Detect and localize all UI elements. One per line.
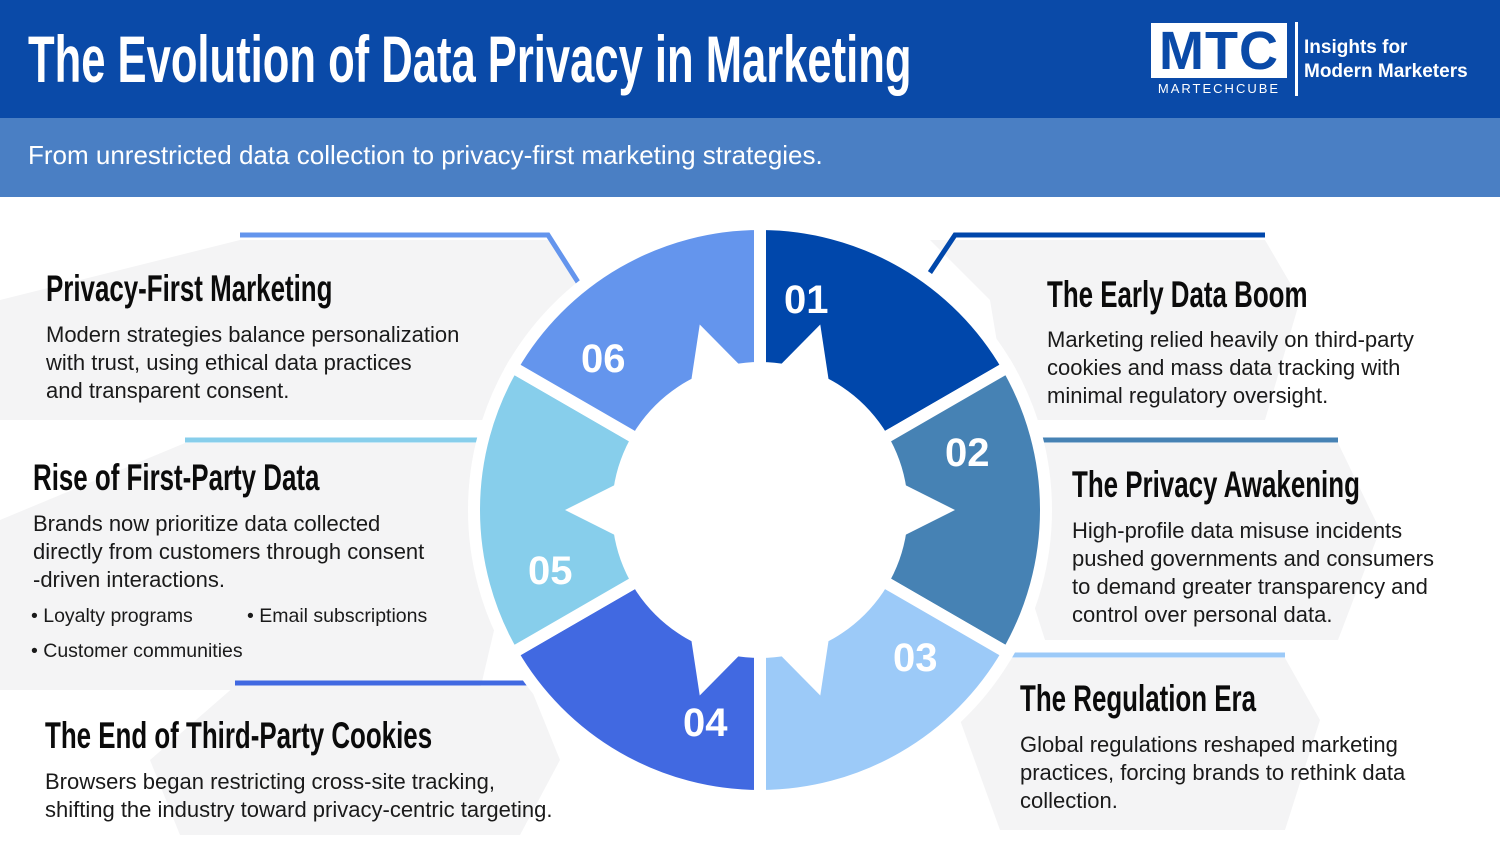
logo-name: MARTECHCUBE [1157, 81, 1281, 96]
panel-background [930, 240, 1300, 420]
stage-number-04: 04 [683, 701, 728, 745]
desc-line: Global regulations reshaped marketing [1020, 732, 1398, 757]
stage-number-05: 05 [528, 549, 573, 593]
desc-line: cookies and mass data tracking with [1047, 355, 1401, 380]
desc-line: Browsers began restricting cross-site tr… [45, 769, 495, 794]
ring-spike [690, 631, 746, 696]
tagline-line-1: Insights for [1304, 37, 1408, 58]
desc-line: with trust, using ethical data practices [46, 350, 412, 375]
ring-center [612, 362, 908, 658]
desc-line: Modern strategies balance personalizatio… [46, 322, 460, 347]
panel-accent-line [240, 232, 586, 292]
stage-desc-04: Browsers began restricting cross-site tr… [45, 768, 552, 824]
desc-line: shifting the industry toward privacy-cen… [45, 797, 553, 822]
panel-background [1010, 443, 1380, 640]
ring-spike [690, 324, 746, 389]
desc-line: minimal regulatory oversight. [1047, 383, 1329, 408]
stage-desc-06: Modern strategies balance personalizatio… [46, 321, 459, 405]
logo-mark: MTC [1159, 21, 1279, 81]
desc-line: -driven interactions. [33, 567, 225, 592]
desc-line: directly from customers through consent [33, 539, 425, 564]
stage-desc-03: Global regulations reshaped marketing pra… [1020, 731, 1405, 815]
stage-number-02: 02 [945, 431, 990, 475]
desc-line: control over personal data. [1072, 602, 1333, 627]
stage-number-06: 06 [581, 337, 626, 381]
bullet-item: • Email subscriptions [247, 605, 428, 627]
page-title: The Evolution of Data Privacy in Marketi… [28, 22, 912, 96]
ring-spike [896, 480, 955, 540]
stage-title-06: Privacy-First Marketing [46, 268, 333, 309]
bullet-item: • Customer communities [31, 640, 243, 662]
stage-desc-01: Marketing relied heavily on third-party c… [1047, 326, 1414, 410]
desc-line: collection. [1020, 788, 1118, 813]
stage-title-04: The End of Third-Party Cookies [45, 715, 433, 756]
desc-line: and transparent consent. [46, 378, 290, 403]
desc-line: Marketing relied heavily on third-party [1047, 327, 1414, 352]
stage-title-03: The Regulation Era [1020, 678, 1257, 719]
logo: MTC [1151, 23, 1287, 78]
stage-number-01: 01 [784, 278, 829, 322]
panel-background [0, 240, 585, 420]
panel-background [0, 443, 520, 690]
subtitle-band [0, 118, 1500, 197]
stage-number-03: 03 [893, 636, 938, 680]
stage-title-05: Rise of First-Party Data [33, 457, 320, 498]
stage-title-02: The Privacy Awakening [1072, 464, 1360, 505]
stage-title-01: The Early Data Boom [1047, 274, 1308, 315]
logo-divider [1295, 22, 1298, 96]
desc-line: High-profile data misuse incidents [1072, 518, 1403, 543]
subtitle: From unrestricted data collection to pri… [28, 140, 823, 170]
stage-desc-02: High-profile data misuse incidents pushed… [1072, 517, 1434, 629]
stage-desc-05: Brands now prioritize data collected dire… [33, 510, 424, 594]
tagline-line-2: Modern Marketers [1304, 61, 1468, 82]
panel-background [960, 658, 1320, 830]
desc-line: Brands now prioritize data collected [33, 511, 381, 536]
desc-line: pushed governments and consumers [1072, 546, 1434, 571]
bullet-item: • Loyalty programs [31, 605, 193, 627]
ring-spike [565, 480, 624, 540]
ring-spike [774, 324, 830, 389]
ring-spike [774, 631, 830, 696]
desc-line: practices, forcing brands to rethink dat… [1020, 760, 1406, 785]
panel-background [150, 686, 560, 835]
desc-line: to demand greater transparency and [1072, 574, 1428, 599]
panel-accent-line [922, 232, 1265, 282]
